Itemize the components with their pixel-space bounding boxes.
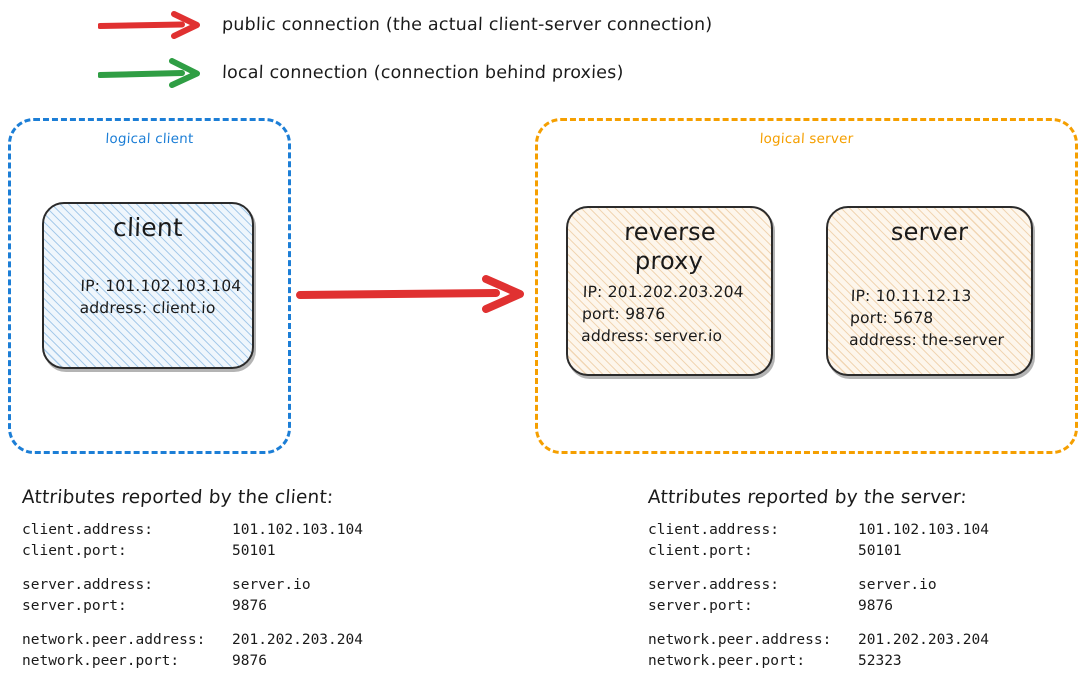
attribute-row: network.peer.address: 201.202.203.204 xyxy=(648,630,989,651)
attribute-row: client.port: 50101 xyxy=(648,541,989,562)
attribute-group: client.address: 101.102.103.104 client.p… xyxy=(648,520,989,561)
legend-label-public-connection: public connection (the actual client-ser… xyxy=(221,15,713,35)
server-attributes-heading: Attributes reported by the server: xyxy=(647,487,968,508)
server-node-title: server xyxy=(890,218,969,246)
attribute-group: client.address: 101.102.103.104 client.p… xyxy=(22,520,363,561)
legend-item-public-connection: public connection (the actual client-ser… xyxy=(98,10,713,40)
logical-server-label: logical server xyxy=(759,131,854,147)
client-node-address: address: client.io xyxy=(79,298,216,317)
attribute-value: 9876 xyxy=(232,652,267,669)
attribute-value: 101.102.103.104 xyxy=(858,522,989,538)
attribute-row: server.address: server.io xyxy=(648,575,989,596)
reverse-proxy-node-address: address: server.io xyxy=(580,326,723,345)
server-node-port: port: 5678 xyxy=(849,309,934,328)
attribute-group: network.peer.address: 201.202.203.204 ne… xyxy=(22,630,363,671)
attribute-key: client.address: xyxy=(22,522,153,538)
attribute-value: server.io xyxy=(858,577,937,594)
attribute-key: network.peer.address: xyxy=(648,632,832,649)
reverse-proxy-node-details: IP: 201.202.203.204 port: 9876 address: … xyxy=(568,281,771,347)
server-node: server IP: 10.11.12.13 port: 5678 addres… xyxy=(826,206,1033,376)
logical-client-container: logical client xyxy=(8,118,291,454)
attribute-key: client.port: xyxy=(648,542,753,559)
attribute-group: server.address: server.io server.port: 9… xyxy=(22,575,363,616)
attribute-row: client.address: 101.102.103.104 xyxy=(22,520,363,541)
attribute-key: client.address: xyxy=(648,522,779,538)
attribute-value: 201.202.203.204 xyxy=(232,632,363,649)
attribute-row: server.port: 9876 xyxy=(22,596,363,617)
client-node: client IP: 101.102.103.104 address: clie… xyxy=(42,202,254,369)
attribute-value: 9876 xyxy=(232,597,267,614)
client-attributes-heading: Attributes reported by the client: xyxy=(21,487,335,508)
reverse-proxy-node: reverse proxy IP: 201.202.203.204 port: … xyxy=(566,206,773,376)
attribute-value: 101.102.103.104 xyxy=(232,522,363,538)
red-arrow-icon xyxy=(98,11,200,39)
client-node-ip: IP: 101.102.103.104 xyxy=(80,276,242,295)
attribute-row: client.address: 101.102.103.104 xyxy=(648,520,989,541)
attribute-key: server.address: xyxy=(648,577,779,594)
attribute-key: server.port: xyxy=(22,597,127,614)
attribute-value: 50101 xyxy=(858,542,902,559)
attribute-key: network.peer.port: xyxy=(648,652,806,669)
public-connection-arrow xyxy=(296,275,524,313)
logical-client-label: logical client xyxy=(105,131,194,147)
green-arrow-icon xyxy=(98,58,200,88)
attribute-key: client.port: xyxy=(22,542,127,559)
attribute-key: server.port: xyxy=(648,597,753,614)
server-node-ip: IP: 10.11.12.13 xyxy=(850,287,972,306)
attribute-row: network.peer.port: 9876 xyxy=(22,651,363,672)
reverse-proxy-node-ip: IP: 201.202.203.204 xyxy=(582,282,745,301)
attribute-value: server.io xyxy=(232,577,311,594)
legend-label-local-connection: local connection (connection behind prox… xyxy=(221,63,624,83)
attribute-value: 9876 xyxy=(858,597,893,614)
server-node-details: IP: 10.11.12.13 port: 5678 address: the-… xyxy=(828,285,1031,351)
client-node-title: client xyxy=(112,213,184,242)
attribute-row: network.peer.address: 201.202.203.204 xyxy=(22,630,363,651)
attribute-value: 201.202.203.204 xyxy=(858,632,989,649)
legend-item-local-connection: local connection (connection behind prox… xyxy=(98,58,624,88)
logical-server-container: logical server xyxy=(535,118,1078,454)
client-attributes-panel: Attributes reported by the client: clien… xyxy=(21,487,363,685)
attribute-row: server.address: server.io xyxy=(22,575,363,596)
attribute-key: network.peer.address: xyxy=(22,632,206,649)
attribute-key: network.peer.port: xyxy=(22,652,180,669)
attribute-row: client.port: 50101 xyxy=(22,541,363,562)
attribute-value: 50101 xyxy=(232,542,276,559)
attribute-row: server.port: 9876 xyxy=(648,596,989,617)
server-node-address: address: the-server xyxy=(848,331,1005,350)
client-node-details: IP: 101.102.103.104 address: client.io xyxy=(44,275,252,319)
attribute-group: network.peer.address: 201.202.203.204 ne… xyxy=(648,630,989,671)
reverse-proxy-node-port: port: 9876 xyxy=(581,304,666,323)
attribute-value: 52323 xyxy=(858,652,902,669)
reverse-proxy-node-title: reverse proxy xyxy=(623,218,717,276)
attribute-group: server.address: server.io server.port: 9… xyxy=(648,575,989,616)
server-attributes-panel: Attributes reported by the server: clien… xyxy=(647,487,989,685)
attribute-row: network.peer.port: 52323 xyxy=(648,651,989,672)
attribute-key: server.address: xyxy=(22,577,153,594)
